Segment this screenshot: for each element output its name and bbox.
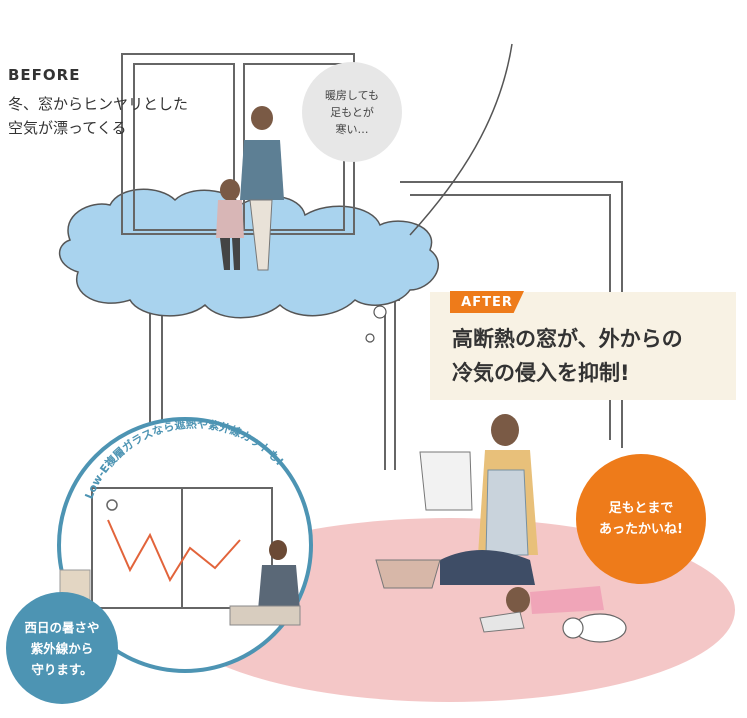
after-speech-bubble: 足もとまで あったかいね! <box>576 454 706 584</box>
lowe-inset: Low-E複層ガラスなら遮熱や紫外線カットも! <box>57 417 313 673</box>
before-label: BEFORE <box>8 66 81 84</box>
before-description: 冬、窓からヒンヤリとした 空気が漂ってくる <box>8 95 189 137</box>
before-speech-bubble: 暖房しても 足もとが 寒い… <box>302 62 402 162</box>
after-people <box>375 414 627 643</box>
before-people <box>216 106 284 271</box>
after-headline: 高断熱の窓が、外からの 冷気の侵入を抑制! <box>452 327 683 385</box>
after-label-tag: AFTER <box>450 291 524 313</box>
lowe-caption-bubble: 西日の暑さや 紫外線から 守ります。 <box>6 592 118 704</box>
